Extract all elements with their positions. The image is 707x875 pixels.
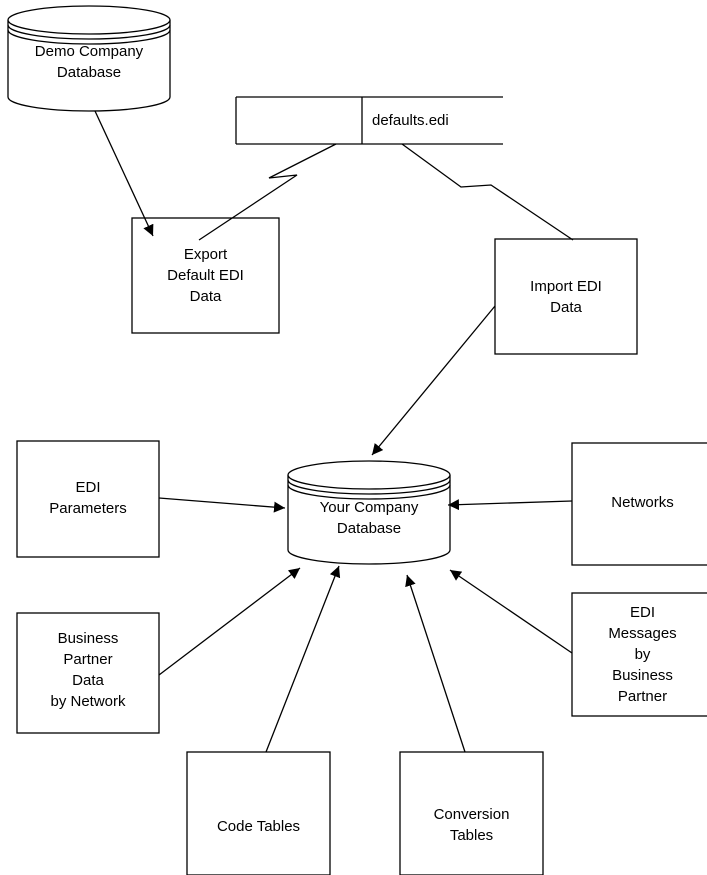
conversion-tables-label: Conversion Tables xyxy=(433,806,510,844)
edi-parameters-arrow xyxy=(158,497,286,513)
code-tables-label: Code Tables xyxy=(216,818,301,835)
business-partner-box xyxy=(16,612,160,734)
edi-messages-box xyxy=(571,592,707,717)
file-to-import-flow xyxy=(401,143,574,241)
demo-database-label: Demo Company Database xyxy=(34,43,144,81)
your-database-label: Your Company Database xyxy=(319,499,419,537)
edi-messages-arrow xyxy=(449,569,573,654)
demo-database-cylinder xyxy=(7,5,171,112)
export-box xyxy=(131,217,280,334)
networks-label: Networks xyxy=(611,494,674,511)
business-partner-arrow xyxy=(158,567,301,676)
networks-arrow xyxy=(447,499,573,511)
defaults-edi-label: defaults.edi xyxy=(372,112,449,129)
demo-db-to-export-arrow xyxy=(94,110,154,237)
import-box xyxy=(494,238,638,355)
code-tables-box xyxy=(186,751,331,875)
defaults-edi-file xyxy=(235,96,503,145)
business-partner-label: Business Partner Data by Network xyxy=(50,630,126,710)
edi-parameters-box xyxy=(16,440,160,558)
edi-messages-label: EDI Messages by Business Partner xyxy=(608,604,677,705)
networks-box xyxy=(571,442,707,566)
your-database-cylinder xyxy=(287,460,451,565)
edi-parameters-label: EDI Parameters xyxy=(49,479,127,517)
conversion-tables-box xyxy=(399,751,544,875)
export-to-file-flow xyxy=(198,143,337,241)
import-to-your-db-arrow xyxy=(371,305,496,456)
import-label: Import EDI Data xyxy=(530,278,602,316)
code-tables-arrow xyxy=(265,565,341,753)
export-label: Export Default EDI Data xyxy=(167,246,244,305)
conversion-tables-arrow xyxy=(405,574,466,753)
